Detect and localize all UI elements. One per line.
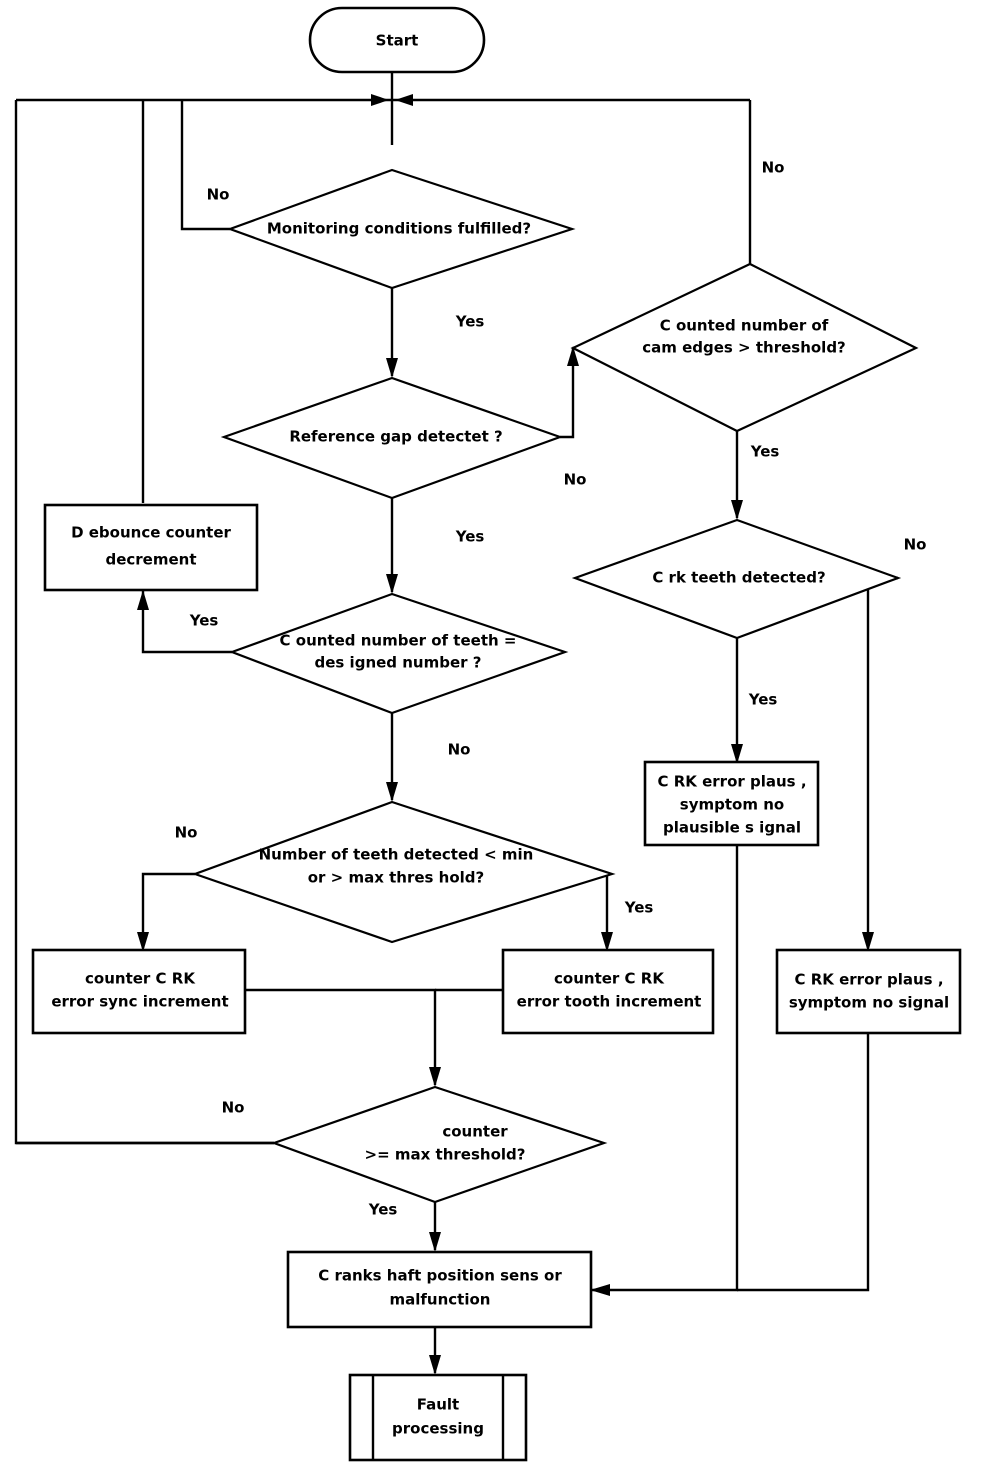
node-crk-error-plaus-no-signal-label-1: C RK error plaus , [794,971,943,989]
edge-reference-gap-no [560,348,575,439]
edge-label-counted-teeth-yes: Yes [189,612,219,630]
node-monitoring-conditions-label: Monitoring conditions fulfilled? [267,220,531,238]
arrow-monitoring-yes [386,358,398,378]
edge-monitoring-no [180,100,230,231]
node-crk-error-plaus-no-plausible[interactable] [643,760,820,847]
node-cam-edges[interactable] [570,262,919,433]
edge-label-reference-gap-no: No [564,471,587,489]
node-fault-processing-label-2: processing [392,1420,484,1438]
node-teeth-threshold[interactable] [191,800,616,944]
node-crankshaft-malfunction[interactable] [286,1250,593,1329]
node-cam-edges-label-1: C ounted number of [660,317,829,335]
node-crk-error-plaus-no-plausible-label-1: C RK error plaus , [657,773,806,791]
node-start-label: Start [376,32,419,50]
node-counter-tooth-label-2: error tooth increment [517,993,702,1011]
node-counter-max-label-1: counter [442,1123,508,1141]
arrow-crk-teeth-yes [731,744,743,764]
edge-label-monitoring-no: No [207,186,230,204]
node-debounce-counter-label-1: D ebounce counter [71,524,231,542]
node-teeth-threshold-label-1: Number of teeth detected < min [259,846,534,864]
edge-label-crk-teeth-yes: Yes [748,691,778,709]
edge-label-counted-teeth-no: No [448,741,471,759]
edge-counted-teeth-yes [141,592,232,654]
node-start[interactable] [308,6,486,74]
edge-counter-sync-to-max [243,988,437,1085]
arrow-counter-max-yes [429,1232,441,1252]
node-counter-tooth-label-1: counter C RK [554,970,665,988]
node-reference-gap-label: Reference gap detectet ? [289,428,502,446]
edge-crk-teeth-no [866,576,898,948]
arrow-counted-teeth-yes [137,590,149,610]
arrow-teeth-threshold-no [137,932,149,952]
arrow-top-bar-right [395,94,413,106]
node-counted-teeth-label-1: C ounted number of teeth = [280,632,517,650]
arrow-counter-sync-to-max [429,1067,441,1087]
arrow-counted-teeth-no [386,782,398,802]
node-debounce-counter-label-2: decrement [105,551,196,569]
node-crk-error-plaus-no-plausible-label-2: symptom no [680,796,784,814]
node-fault-processing[interactable] [348,1373,528,1462]
edge-plaus-to-malfunction [592,845,739,1292]
arrow-reference-gap-no [567,346,579,366]
arrow-reference-gap-yes [386,574,398,594]
node-crk-teeth[interactable] [571,518,902,640]
node-crk-error-plaus-no-signal[interactable] [775,948,962,1035]
edge-label-monitoring-yes: Yes [455,313,485,331]
edge-label-reference-gap-yes: Yes [455,528,485,546]
edge-label-teeth-threshold-yes: Yes [624,899,654,917]
edge-nosignal-to-malfunction [737,1033,870,1292]
arrow-crk-teeth-no [862,932,874,952]
node-counted-teeth-label-2: des igned number ? [315,654,482,672]
edge-label-crk-teeth-no: No [904,536,927,554]
node-debounce-counter[interactable] [43,503,259,592]
node-crk-error-plaus-no-plausible-label-3: plausible s ignal [663,819,801,837]
node-counter-max[interactable] [270,1085,608,1204]
edge-label-cam-edges-no: No [762,159,785,177]
node-counter-sync-label-2: error sync increment [51,993,228,1011]
arrow-top-bar-left [371,94,389,106]
arrow-teeth-threshold-yes [601,932,613,952]
node-counter-sync[interactable] [31,948,247,1035]
arrow-cam-edges-yes [731,500,743,520]
arrow-malfunction-to-fault [429,1355,441,1375]
arrow-into-malfunction [590,1284,610,1296]
node-crk-teeth-label: C rk teeth detected? [652,569,825,587]
node-counted-teeth[interactable] [228,592,569,715]
node-counter-max-label-2: >= max threshold? [365,1146,526,1164]
node-cam-edges-label-2: cam edges > threshold? [642,339,846,357]
node-teeth-threshold-label-2: or > max thres hold? [308,869,485,887]
node-counter-sync-label-1: counter C RK [85,970,196,988]
node-monitoring-conditions[interactable] [226,168,576,290]
node-fault-processing-label-1: Fault [417,1396,459,1414]
edge-label-teeth-threshold-no: No [175,824,198,842]
node-reference-gap[interactable] [220,376,564,500]
node-crankshaft-malfunction-label-2: malfunction [390,1291,491,1309]
node-crk-error-plaus-no-signal-label-2: symptom no signal [789,994,949,1012]
edge-label-counter-max-yes: Yes [368,1201,398,1219]
node-counter-tooth[interactable] [501,948,715,1035]
edge-label-cam-edges-yes: Yes [750,443,780,461]
edge-label-counter-max-no: No [222,1099,245,1117]
node-crankshaft-malfunction-label-1: C ranks haft position sens or [318,1267,562,1285]
edge-teeth-threshold-no [141,872,195,948]
